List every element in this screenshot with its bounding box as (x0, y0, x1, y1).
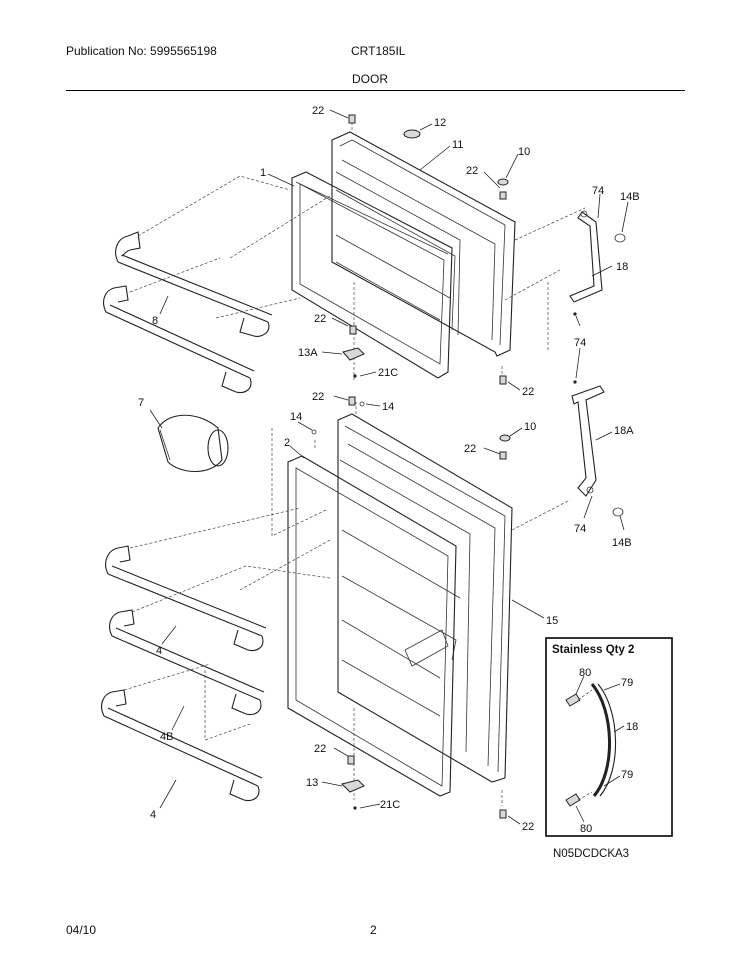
screw-22-upper-right (499, 191, 507, 200)
lower-hinge-bracket-18a (571, 385, 605, 497)
callout-22: 22 (464, 443, 476, 455)
fresh-food-shelf-1 (105, 545, 267, 652)
diagram-code: N05DCDCKA3 (553, 848, 629, 860)
hinge-screw-74-mid (573, 380, 577, 384)
callout-22: 22 (312, 391, 324, 403)
pin-21c-lower (353, 806, 357, 810)
callout-7: 7 (138, 397, 144, 409)
plug-10-upper (497, 178, 509, 186)
callout-15: 15 (546, 615, 558, 627)
plug-10-lower (499, 434, 511, 442)
stainless-handle-inset: Stainless Qty 2 80 79 18 79 80 (545, 637, 673, 837)
callout-14b: 14B (620, 191, 640, 203)
hinge-cover-14b-upper (614, 233, 626, 243)
washer-14-lower (311, 429, 317, 435)
callout-14: 14 (382, 401, 394, 413)
callout-22: 22 (522, 821, 534, 833)
callout-11: 11 (452, 139, 463, 151)
screw-22-upper-door-bottom (499, 375, 507, 385)
screw-22-lower-top (348, 396, 356, 406)
callout-22: 22 (312, 105, 324, 117)
callout-2: 2 (284, 437, 290, 449)
freezer-shelf-upper (115, 231, 273, 337)
inset-callout-80: 80 (579, 667, 591, 679)
pin-21c-upper (353, 374, 357, 378)
freezer-door-panel (331, 131, 516, 357)
callout-14: 14 (290, 411, 302, 423)
fresh-food-shelf-2 (109, 609, 265, 716)
callout-74: 74 (574, 523, 586, 535)
callout-4: 4 (150, 809, 156, 821)
upper-hinge-bracket (569, 210, 603, 303)
washer-14-upper (359, 401, 365, 407)
callout-22: 22 (522, 386, 534, 398)
model-number: CRT185IL (351, 44, 406, 58)
callout-13: 13 (306, 777, 318, 789)
callout-10: 10 (518, 146, 530, 158)
callout-21c: 21C (378, 367, 398, 379)
fresh-food-shelf-3 (101, 689, 263, 802)
screw-22-lower-door-bottom (499, 809, 507, 819)
inset-callout-79: 79 (621, 677, 633, 689)
callout-22: 22 (466, 165, 478, 177)
freezer-door-gasket (291, 171, 453, 379)
hinge-13a (342, 347, 365, 361)
inset-title: Stainless Qty 2 (552, 644, 634, 656)
callout-14b: 14B (612, 537, 632, 549)
screw-22-lower-bottom (347, 755, 355, 765)
callout-12: 12 (434, 117, 446, 129)
callout-8: 8 (152, 315, 158, 327)
screw-22-upper-bottom (349, 325, 357, 335)
inset-callout-18: 18 (626, 721, 638, 733)
section-title: DOOR (352, 72, 388, 86)
screw-22-top (348, 114, 356, 124)
callout-74: 74 (592, 185, 604, 197)
header-rule (66, 90, 685, 91)
freezer-shelf-lower (103, 285, 255, 394)
egg-bin-7 (157, 414, 229, 472)
inset-callout-80: 80 (580, 823, 592, 835)
callout-18a: 18A (614, 425, 634, 437)
footer-page-number: 2 (370, 923, 377, 937)
inset-callout-79: 79 (621, 769, 633, 781)
leader-lines (149, 109, 629, 825)
callout-13a: 13A (298, 347, 318, 359)
publication-number: Publication No: 5995565198 (66, 44, 217, 58)
door-stop-12 (403, 129, 421, 139)
hinge-cover-14b-lower (612, 507, 624, 517)
hinge-screw-74-upper (573, 312, 577, 316)
callout-22: 22 (314, 743, 326, 755)
callout-74: 74 (574, 337, 586, 349)
screw-22-lower-right (499, 451, 507, 460)
callout-1: 1 (260, 167, 266, 179)
footer-date: 04/10 (66, 923, 97, 937)
callout-10: 10 (524, 421, 536, 433)
callout-4: 4 (156, 645, 162, 657)
callout-22: 22 (314, 313, 326, 325)
hinge-13 (341, 779, 365, 793)
callout-4b: 4B (160, 731, 173, 743)
callout-21c: 21C (380, 799, 400, 811)
fresh-food-door-panel (337, 413, 513, 783)
callout-18: 18 (616, 261, 628, 273)
